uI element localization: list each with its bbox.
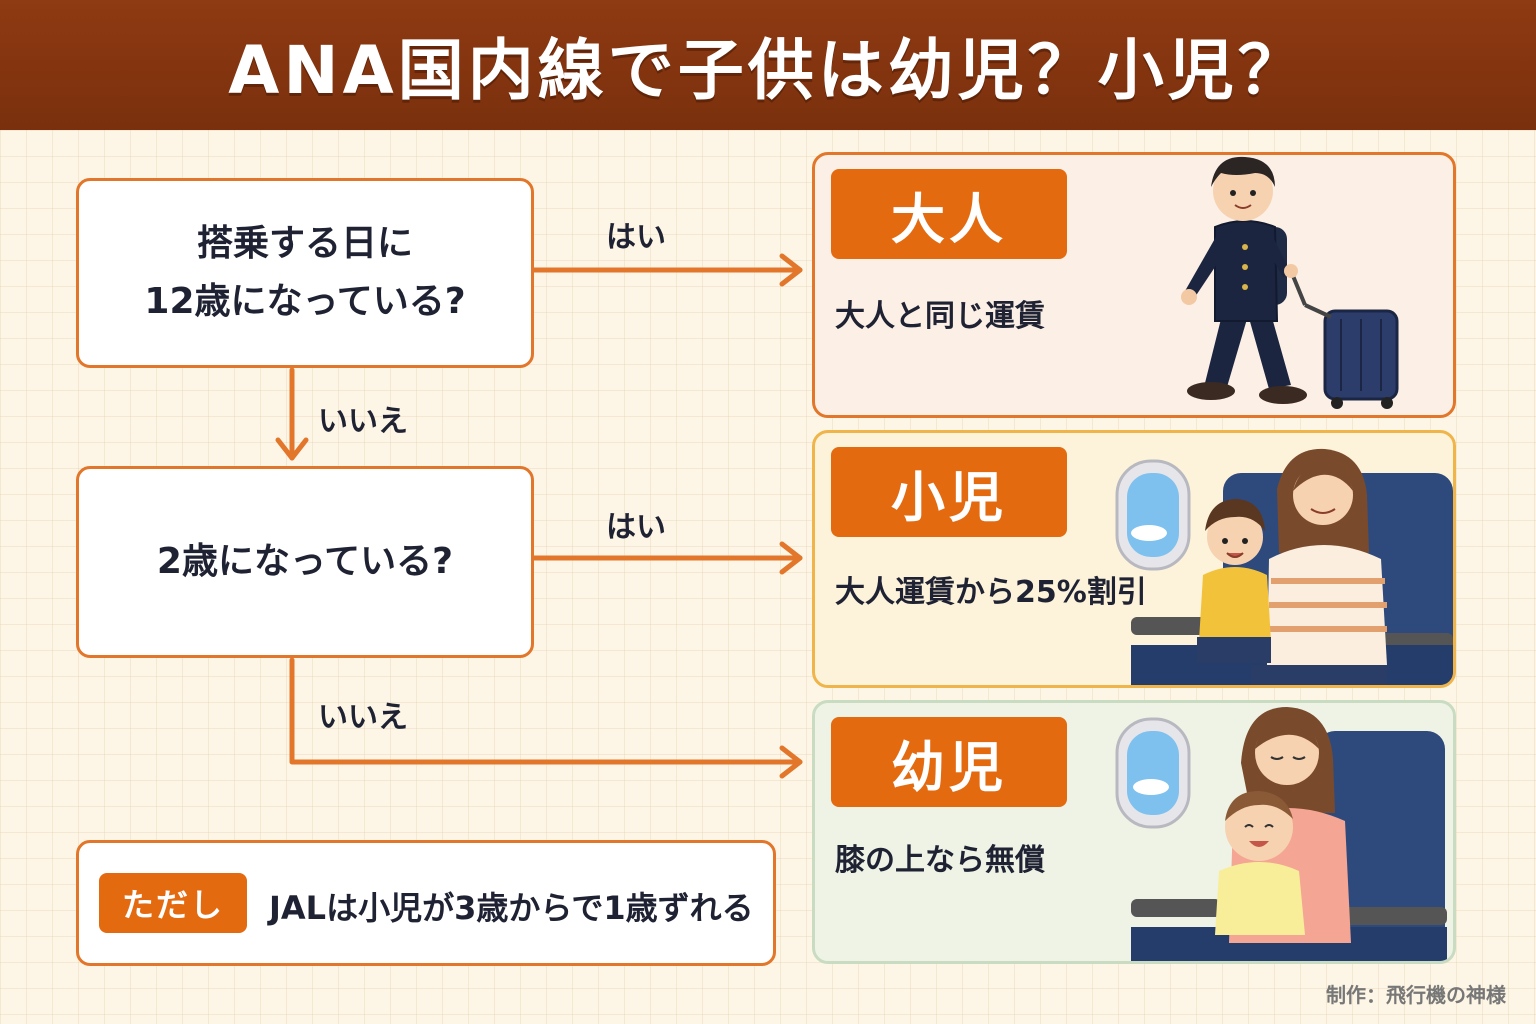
arrow-no-2 (289, 657, 803, 765)
note-box: ただし JALは小児が3歳からで1歳ずれる (76, 840, 776, 966)
page-title: ANA国内線で子供は幼児？小児？ (228, 32, 1308, 109)
badge-infant: 幼児 (831, 717, 1067, 807)
note-tag: ただし (99, 873, 247, 933)
arrowhead-no-2 (779, 745, 803, 779)
desc-infant: 膝の上なら無償 (835, 843, 1045, 878)
label-no-1: いいえ (318, 404, 408, 439)
label-yes-2: はい (606, 510, 666, 545)
arrowhead-no-1 (275, 437, 309, 461)
result-card-child: 小児 大人運賃から25%割引 (812, 430, 1456, 688)
note-text: JALは小児が3歳からで1歳ずれる (269, 889, 754, 927)
mother-child-seat-illustration (1115, 448, 1453, 685)
title-banner: ANA国内線で子供は幼児？小児？ (0, 0, 1536, 130)
badge-adult: 大人 (831, 169, 1067, 259)
question-2-text: 2歳になっている? (156, 541, 454, 583)
mother-baby-seat-illustration (1115, 707, 1447, 961)
arrowhead-yes-1 (779, 253, 803, 287)
question-1-line-2: 12歳になっている? (144, 281, 466, 322)
desc-adult: 大人と同じ運賃 (835, 299, 1045, 334)
walking-student-illustration (1181, 156, 1399, 409)
result-card-adult: 大人 大人と同じ運賃 (812, 152, 1456, 418)
badge-child: 小児 (831, 447, 1067, 537)
credit-text: 制作：飛行機の神様 (1326, 983, 1506, 1007)
question-box-2: 2歳になっている? (76, 466, 534, 658)
question-1-line-1: 搭乗する日に (196, 223, 413, 265)
desc-child: 大人運賃から25%割引 (835, 575, 1147, 610)
arrowhead-yes-2 (779, 541, 803, 575)
label-no-2: いいえ (318, 700, 408, 735)
label-yes-1: はい (606, 220, 666, 255)
question-box-1: 搭乗する日に 12歳になっている? (76, 178, 534, 368)
result-card-infant: 幼児 膝の上なら無償 (812, 700, 1456, 964)
